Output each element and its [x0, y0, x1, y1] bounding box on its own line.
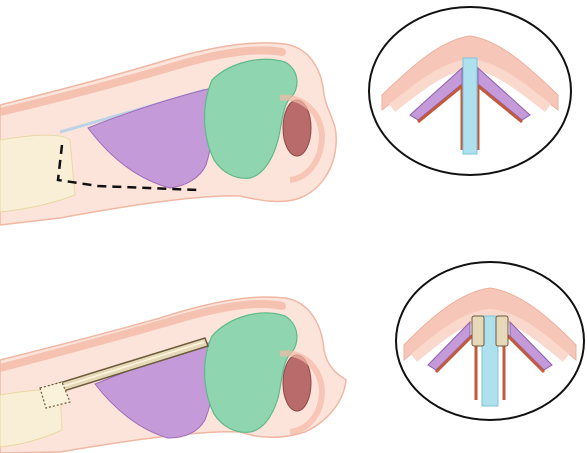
top-inset-cross-section: [369, 7, 571, 175]
bottom-inset-graft-right: [496, 316, 508, 346]
bottom-inset-graft-left: [472, 316, 484, 346]
top-nose-illustration: [0, 43, 336, 225]
top-inset-septum: [463, 58, 477, 154]
bottom-nose-illustration: [0, 297, 346, 453]
bottom-inset-cross-section: [396, 262, 584, 420]
